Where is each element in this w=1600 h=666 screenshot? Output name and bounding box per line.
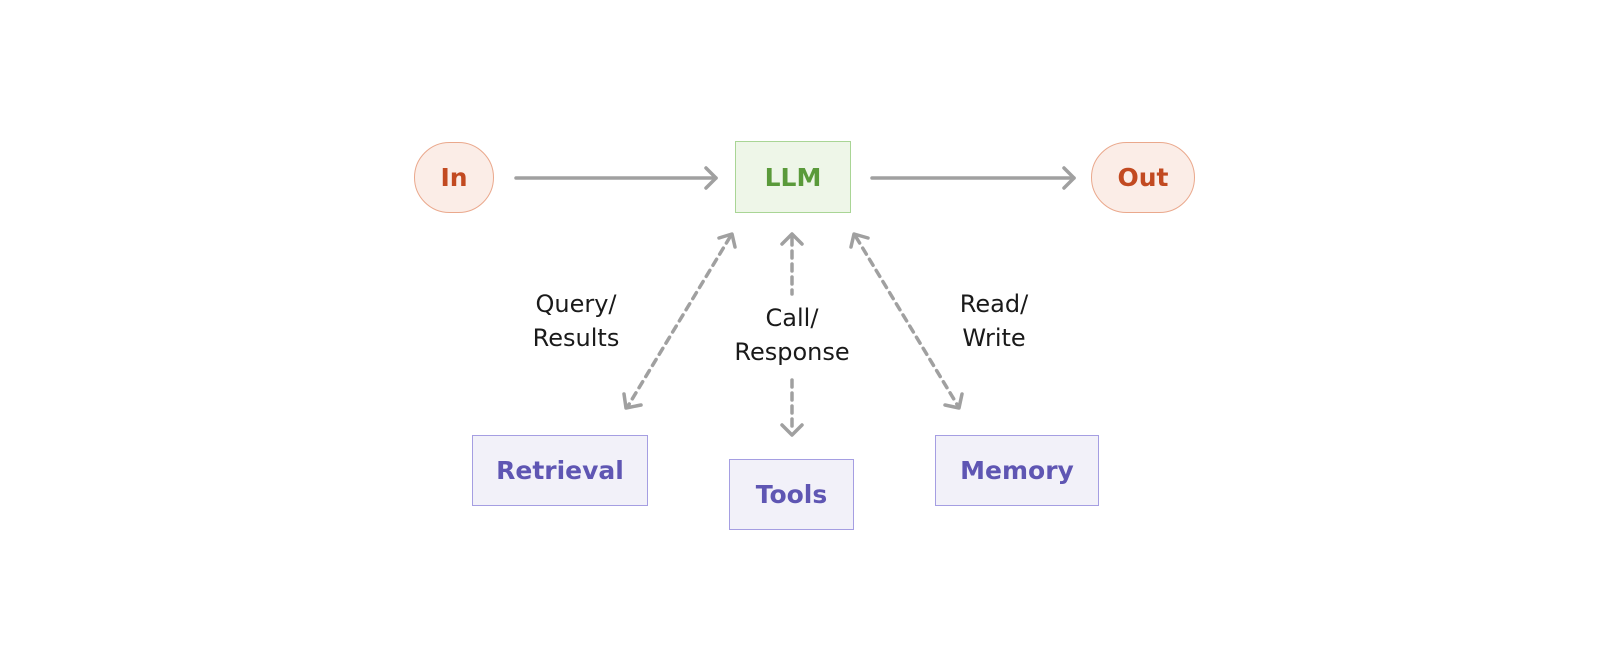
memory-edge-label: Read/ Write bbox=[959, 290, 1029, 352]
tools-edge-label: Call/ Response bbox=[734, 304, 850, 366]
tools-label: Tools bbox=[755, 480, 828, 509]
llm-label: LLM bbox=[764, 162, 822, 192]
arrow-llm-tools bbox=[780, 232, 804, 437]
output-label: Out bbox=[1117, 163, 1169, 192]
input-label: In bbox=[440, 163, 468, 192]
arrow-llm-to-out bbox=[870, 166, 1076, 190]
llm-node: LLM bbox=[735, 141, 851, 213]
retrieval-node: Retrieval bbox=[472, 435, 648, 506]
output-node: Out bbox=[1091, 142, 1195, 213]
memory-node: Memory bbox=[935, 435, 1099, 506]
memory-label: Memory bbox=[960, 456, 1074, 485]
arrow-llm-memory bbox=[849, 232, 964, 410]
arrow-llm-retrieval bbox=[622, 232, 737, 410]
tools-node: Tools bbox=[729, 459, 854, 530]
input-node: In bbox=[414, 142, 494, 213]
retrieval-label: Retrieval bbox=[496, 456, 624, 485]
retrieval-edge-label: Query/ Results bbox=[532, 290, 620, 352]
arrow-in-to-llm bbox=[514, 166, 718, 190]
